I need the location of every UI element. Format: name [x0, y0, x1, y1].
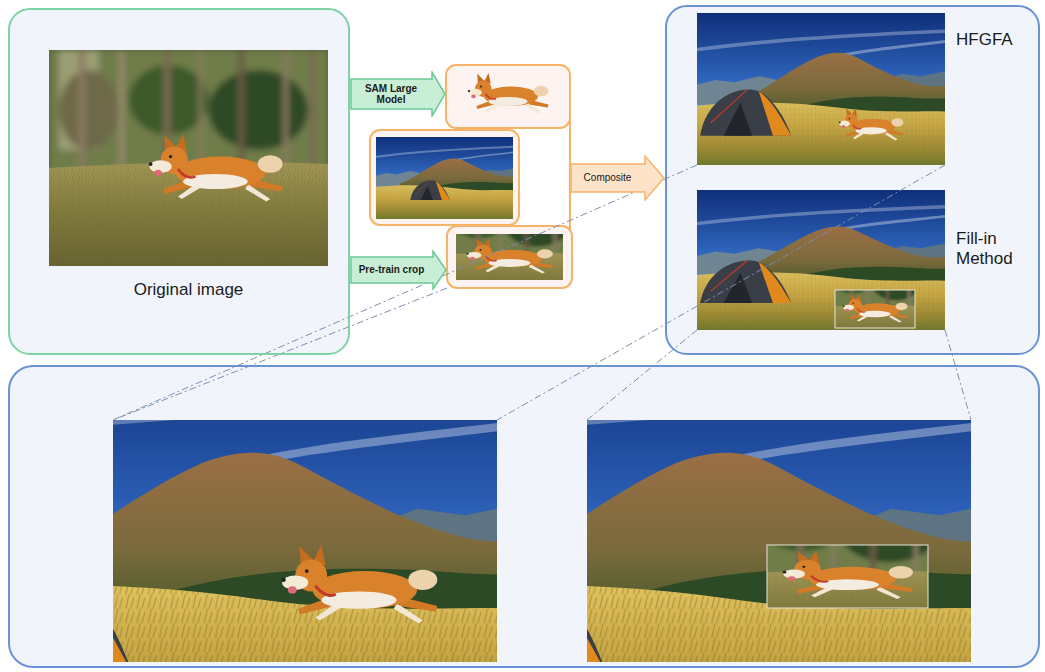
- arrow-label: SAM Large Model: [354, 83, 428, 106]
- arrow-label: Composite: [574, 172, 641, 184]
- patch-edge: [835, 290, 915, 328]
- segment-box: [446, 65, 570, 128]
- background-image: [376, 137, 513, 219]
- cropped-image: [402, 194, 582, 307]
- pasted-patch: [795, 257, 930, 350]
- panel-label: Original image: [49, 280, 328, 300]
- arrow-label: Pre-train crop: [354, 264, 429, 276]
- zoom-patch: [686, 491, 958, 646]
- image-panel: Original image: [8, 8, 350, 355]
- arrow-outline: [351, 251, 446, 289]
- panel-ground: [666, 6, 1039, 354]
- segmented-dog: [468, 73, 549, 114]
- panel-label: HFGFA: [956, 30, 1032, 50]
- zoom-dog: [281, 545, 437, 623]
- hfgfa-zoom: [0, 347, 529, 672]
- composited-dog: [839, 108, 904, 140]
- patch-edge: [767, 545, 928, 608]
- hfgfa-result: [697, 13, 945, 165]
- original-image: [49, 50, 328, 266]
- block-arrow: SAM Large Model: [350, 71, 446, 117]
- background-box: [370, 130, 519, 225]
- panel-ground: [9, 9, 349, 354]
- fill-in-zoom: [363, 347, 1003, 672]
- arrow-outline: [571, 156, 664, 200]
- block-arrow: Pre-train crop: [350, 250, 447, 290]
- arrow-outline: [351, 72, 445, 116]
- panel-label: Fill-in Method: [956, 229, 1032, 270]
- image-panel: HFGFA Fill-in Method: [665, 5, 1040, 355]
- block-arrow: Composite: [570, 155, 665, 201]
